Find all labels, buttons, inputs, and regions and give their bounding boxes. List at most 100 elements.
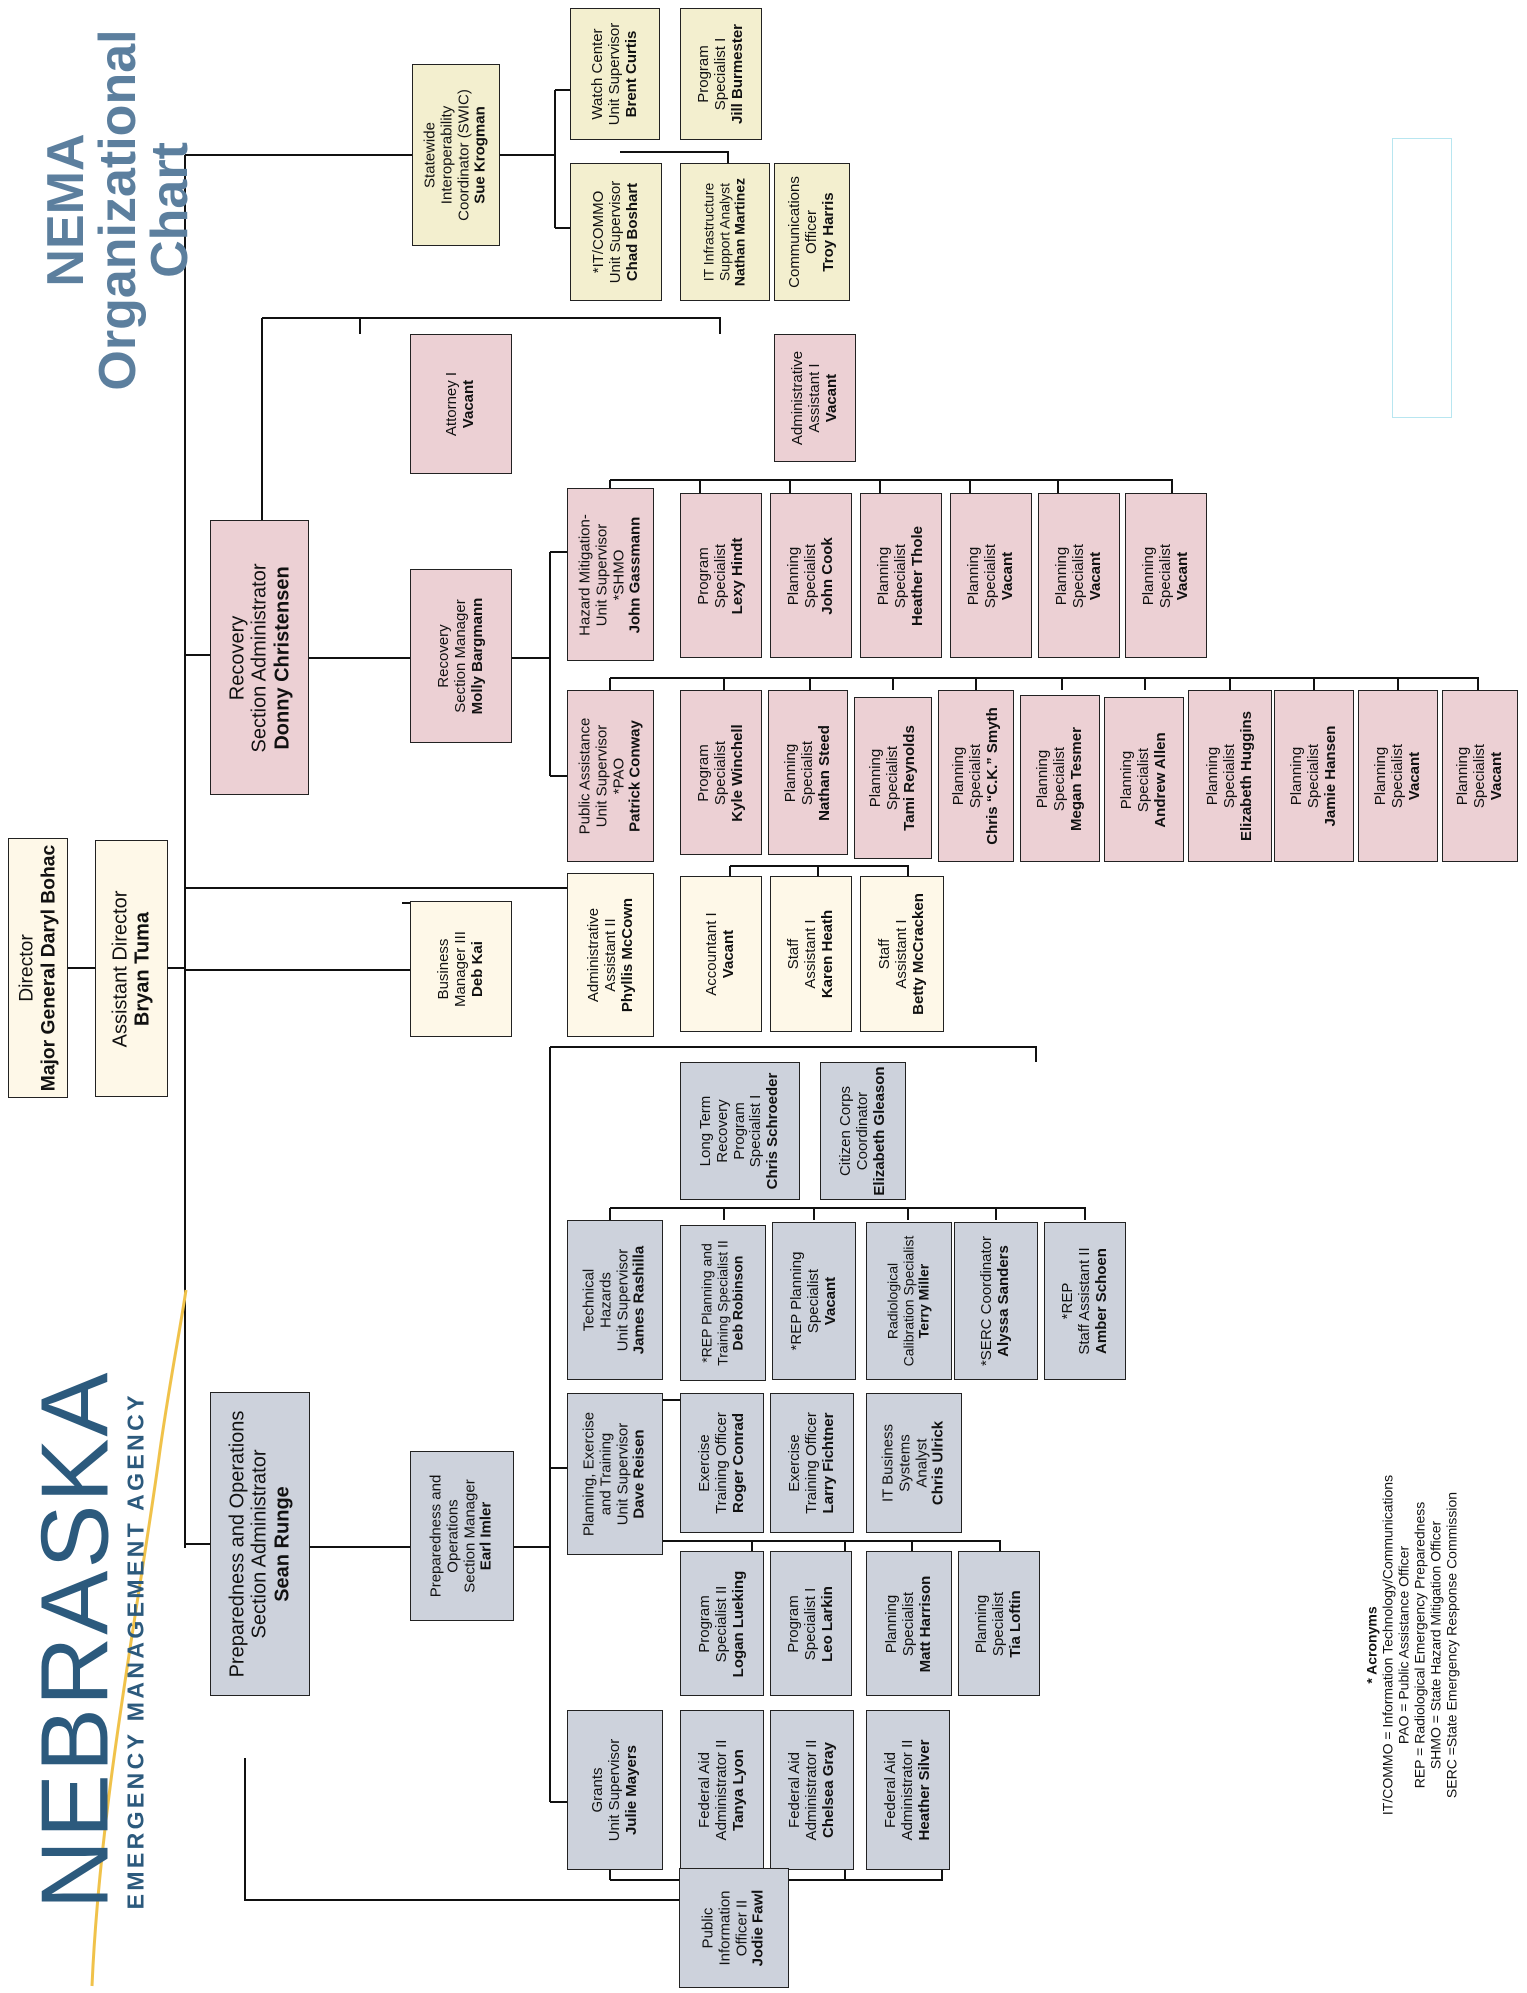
position-title-line: Training Officer [802,1412,820,1514]
person-name: Deb Robinson [729,1255,746,1351]
position-title-line: Officer [802,210,820,254]
position-title-line: Section Manager [461,1479,478,1593]
person-name: Sean Runge [271,1486,294,1602]
person-name: Karen Heath [818,909,836,999]
person-name: Earl Imler [477,1501,495,1571]
person-name: Vacant [998,551,1016,600]
position-title-line: Specialist [711,740,729,805]
position-title-line: Recovery [225,615,248,700]
person-name: Megan Tesmer [1067,726,1085,831]
chart-title: NEMA Organizational Chart [37,29,199,391]
person-name: Vacant [821,1276,839,1326]
position-title-line: Program [694,743,712,802]
position-title-line: Preparedness and [427,1474,445,1598]
position-title-line: Specialist [891,543,909,608]
person-name: Vacant [1487,751,1505,801]
position-title-line: Analyst [913,1438,930,1488]
person-name: James Rashilla [630,1245,648,1355]
person-name: Dave Reisen [630,1429,648,1519]
position-title-line: Business [434,938,452,1000]
person-name: Elizabeth Gleason [870,1066,888,1196]
position-title-line: Planning [964,546,982,605]
position-title-line: *IT/COMMO [589,190,607,274]
position-title-line: Program [694,45,712,103]
position-title-line: Information [716,1890,734,1966]
position-title-line: Exercise [785,1434,803,1492]
person-name: Heather Thole [908,525,926,626]
position-title-line: Administrator II [898,1739,916,1841]
person-name: Chad Boshart [623,182,641,282]
person-name: Troy Harris [819,192,837,272]
person-name: Tami Reynolds [900,725,918,831]
person-name: Vacant [1086,551,1104,600]
logo-wordmark: NEBRASKA [21,1370,129,1910]
acronym-line: IT/COMMO = Information Technology/Commun… [1379,1474,1396,1816]
position-title-line: Planning [1139,546,1157,605]
position-title-line: Assistant I [801,919,819,989]
person-name: Major General Daryl Bohac [38,844,59,1092]
position-title-line: Specialist [1134,747,1152,812]
empty-box [1392,138,1452,418]
position-title-line: Hazards [597,1272,615,1328]
position-title-line: Administrative [788,350,806,446]
position-title-line: Federal Aid [881,1752,899,1828]
position-title-line: *REP Planning and [698,1243,715,1363]
position-title-line: Support Analyst [716,182,733,282]
position-title-line: Specialist [1470,743,1488,809]
person-name: Betty McCracken [909,893,927,1015]
position-title-line: Specialist [1388,743,1406,809]
position-title-line: Director [16,934,38,1002]
position-title-line: Grants [588,1767,606,1813]
person-name: Vacant [1405,751,1423,801]
position-title-line: Planning [972,1594,990,1653]
position-title-line: *SERC Coordinator [978,1235,996,1367]
position-title-line: Specialist [1050,746,1068,811]
position-title-line: Administrator II [712,1739,730,1841]
person-name: Jill Burmester [728,23,746,125]
person-name: Chris Schroeder [764,1072,782,1190]
position-title-line: Planning [1287,746,1305,806]
position-title-line: and Training [597,1432,615,1516]
person-name: Nathan Martinez [731,177,748,287]
position-title-line: Specialist [711,543,729,608]
acronym-line: SERC =State Emergency Response Commissio… [1444,1491,1461,1799]
position-title-line: Assistant I [892,919,910,989]
